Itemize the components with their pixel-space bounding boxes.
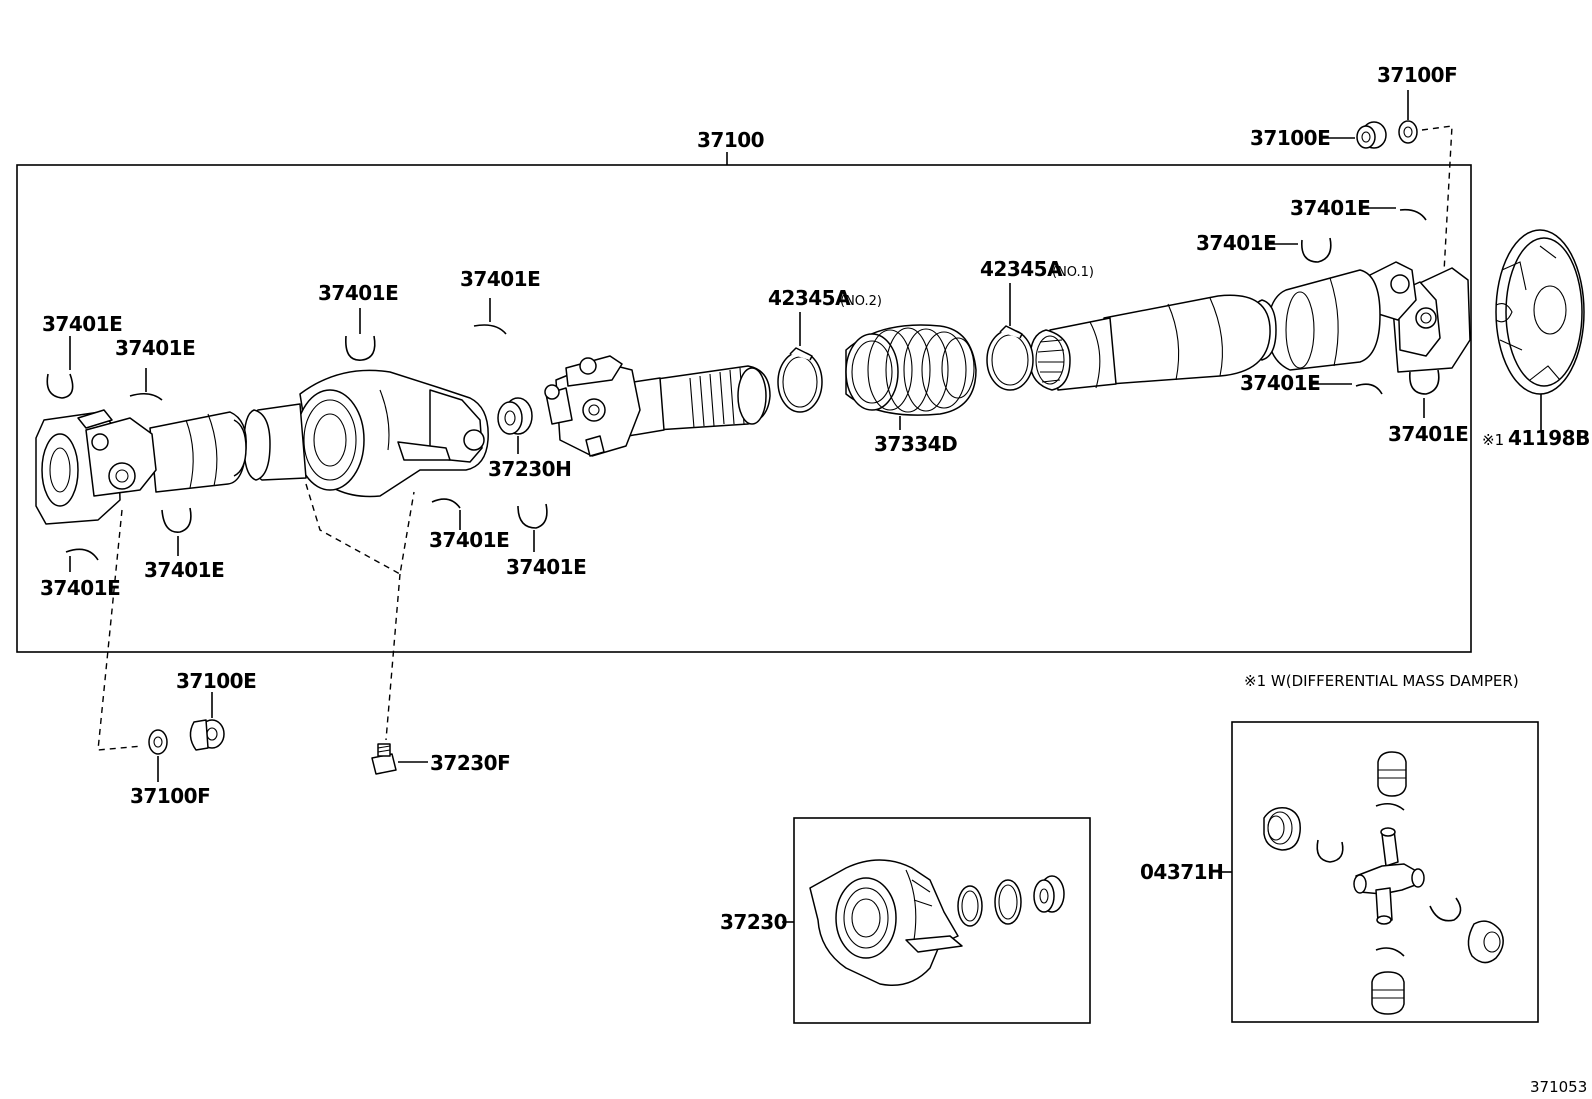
- label-37401E-6[interactable]: 37401E: [460, 267, 541, 291]
- label-37100F-top[interactable]: 37100F: [1377, 63, 1458, 87]
- center-bearing-detail: [809, 859, 1065, 986]
- clamp-no1: [986, 325, 1034, 391]
- label-37401E-1[interactable]: 37401E: [42, 312, 123, 336]
- label-37401E-12[interactable]: 37401E: [1388, 422, 1469, 446]
- washer-top: [1398, 120, 1418, 144]
- nut-top: [1356, 121, 1387, 149]
- front-shaft-tube: [243, 403, 307, 481]
- front-slip-yoke: [149, 411, 247, 493]
- splined-tube: [1029, 317, 1117, 391]
- label-37334D[interactable]: 37334D: [874, 432, 958, 456]
- label-37401E-11[interactable]: 37401E: [1240, 371, 1321, 395]
- center-bearing-support: [295, 369, 489, 498]
- label-37401E-8[interactable]: 37401E: [506, 555, 587, 579]
- bolt: [371, 743, 397, 775]
- label-37401E-3[interactable]: 37401E: [144, 558, 225, 582]
- label-37230H[interactable]: 37230H: [488, 457, 572, 481]
- label-04371H[interactable]: 04371H: [1140, 860, 1224, 884]
- differential-mass-damper: [1495, 229, 1585, 395]
- label-37100[interactable]: 37100: [697, 128, 765, 152]
- bracket-cushion: [497, 397, 533, 435]
- clamp-no2: [777, 347, 823, 413]
- leader-bolt: [305, 483, 415, 741]
- label-37100E-bottom[interactable]: 37100E: [176, 669, 257, 693]
- label-42345A-no2[interactable]: 42345A: [768, 286, 852, 310]
- center-bearing-detail-box: [793, 817, 1091, 1024]
- damper-marker: ※1: [1482, 431, 1504, 449]
- washer-bottom: [148, 729, 168, 755]
- rear-shaft-tube: [1103, 294, 1271, 385]
- center-universal-joint: [544, 355, 641, 457]
- dust-boot: [845, 324, 977, 416]
- nut-bottom: [189, 719, 225, 751]
- figure-number: 371053: [1530, 1078, 1587, 1096]
- label-37401E-7[interactable]: 37401E: [429, 528, 510, 552]
- label-37100F-bottom[interactable]: 37100F: [130, 784, 211, 808]
- label-41198B[interactable]: 41198B: [1508, 426, 1590, 450]
- label-37401E-10[interactable]: 37401E: [1196, 231, 1277, 255]
- cross-spider: [1353, 827, 1425, 925]
- snap-ring: [46, 208, 1440, 561]
- splined-stub-shaft: [619, 365, 771, 437]
- label-37100E-top[interactable]: 37100E: [1250, 126, 1331, 150]
- label-42345A-no1[interactable]: 42345A: [980, 257, 1064, 281]
- label-37401E-5[interactable]: 37401E: [318, 281, 399, 305]
- label-37401E-4[interactable]: 37401E: [40, 576, 121, 600]
- spider-kit-detail: [1263, 751, 1504, 1015]
- label-37401E-2[interactable]: 37401E: [115, 336, 196, 360]
- label-42345A-no2-suffix: (NO.2): [840, 294, 882, 309]
- label-37230[interactable]: 37230: [720, 910, 788, 934]
- label-37401E-9[interactable]: 37401E: [1290, 196, 1371, 220]
- footnote: ※1 W(DIFFERENTIAL MASS DAMPER): [1244, 672, 1519, 690]
- front-flange-yoke: [35, 409, 157, 525]
- assembly-frame: [16, 164, 1472, 653]
- label-37230F[interactable]: 37230F: [430, 751, 511, 775]
- label-42345A-no1-suffix: (NO.1): [1052, 265, 1094, 280]
- leader-front-nut: [97, 509, 143, 751]
